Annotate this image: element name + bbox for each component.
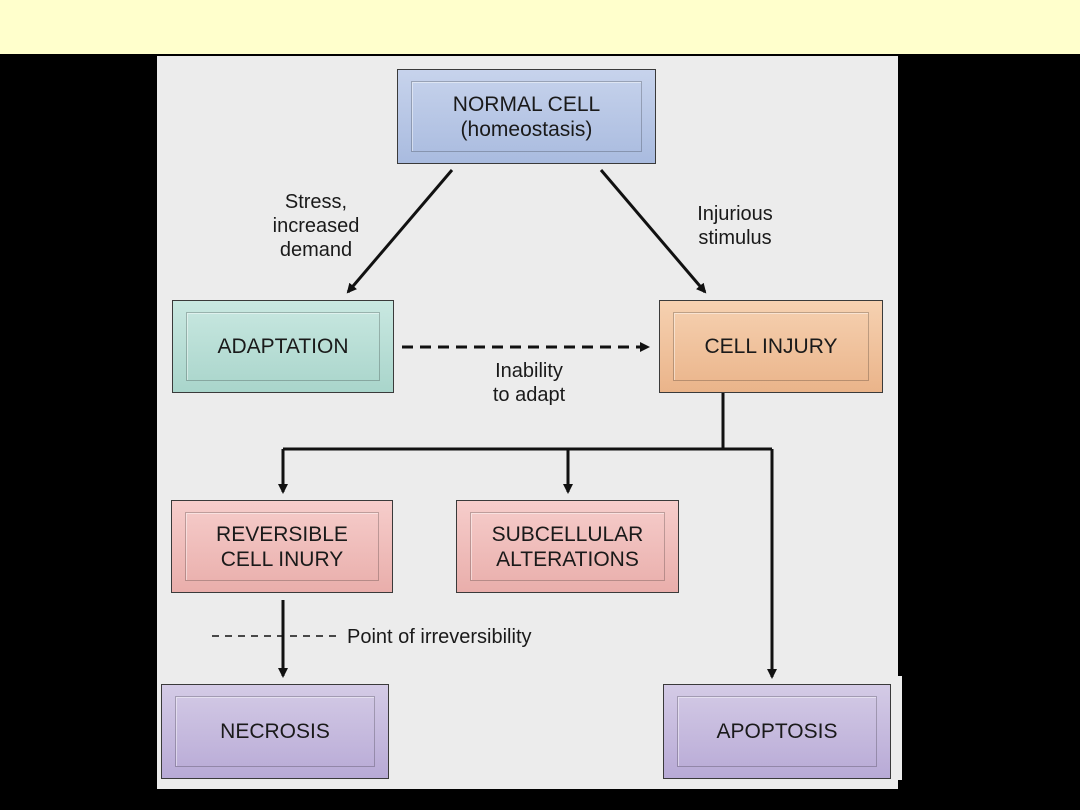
node-bevel: [185, 512, 379, 581]
apoptosis-label: APOPTOSIS: [716, 720, 838, 743]
subcellular-alterations-node: SUBCELLULAR ALTERATIONS: [456, 500, 679, 593]
node-bevel: [186, 312, 380, 381]
top-title-band: [0, 0, 1080, 54]
subcellular-label: SUBCELLULAR ALTERATIONS: [491, 522, 644, 571]
adaptation-label: ADAPTATION: [217, 335, 349, 358]
arrow-normal-to-cell-injury: [599, 169, 707, 294]
inability-to-adapt-edge-label: Inability to adapt: [492, 360, 566, 406]
apoptosis-node: APOPTOSIS: [663, 684, 891, 779]
reversible-cell-injury-node: REVERSIBLE CELL INURY: [171, 500, 393, 593]
node-bevel: [677, 696, 877, 767]
panel-extension: [898, 676, 902, 780]
irreversibility-label: Point of irreversibility: [347, 626, 532, 648]
adaptation-node: ADAPTATION: [172, 300, 394, 393]
reversible-label: REVERSIBLE CELL INURY: [216, 522, 348, 571]
normal-cell-label: NORMAL CELL (homeostasis): [452, 92, 601, 141]
injurious-stimulus-edge-label: Injurious stimulus: [697, 203, 773, 249]
necrosis-label: NECROSIS: [220, 720, 330, 743]
diagram-panel: [157, 56, 898, 789]
node-bevel: [470, 512, 665, 581]
node-bevel: [673, 312, 869, 381]
cell-injury-node: CELL INJURY: [659, 300, 883, 393]
stress-edge-label: Stress, increased demand: [272, 191, 360, 261]
node-bevel: [411, 81, 642, 152]
node-bevel: [175, 696, 375, 767]
arrow-normal-to-adaptation: [346, 169, 454, 294]
cell-injury-label: CELL INJURY: [704, 335, 838, 358]
necrosis-node: NECROSIS: [161, 684, 389, 779]
normal-cell-node: NORMAL CELL (homeostasis): [397, 69, 656, 164]
